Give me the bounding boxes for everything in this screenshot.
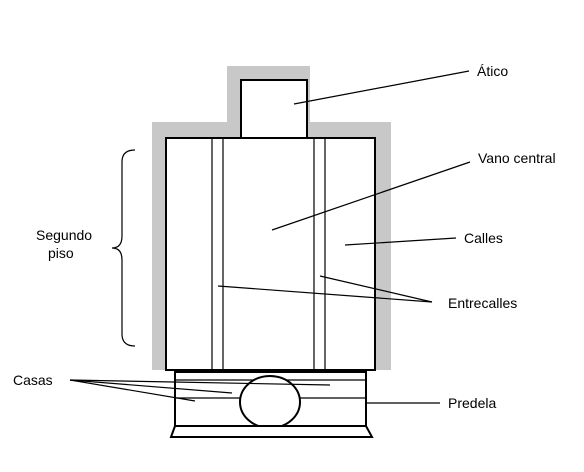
label-vano-central: Vano central — [478, 150, 556, 166]
label-atico: Ático — [477, 63, 508, 79]
label-calles: Calles — [464, 230, 503, 246]
main-body — [165, 137, 376, 371]
leader-atico — [293, 70, 470, 105]
leader-calles — [344, 237, 457, 246]
label-piso: piso — [48, 245, 74, 261]
leader-casas-3 — [69, 379, 196, 402]
leader-vano-central — [271, 161, 471, 231]
leader-entrecalles-1 — [217, 285, 433, 303]
entrecalle-right — [313, 137, 326, 371]
segundo-piso-bracket — [111, 149, 136, 347]
label-entrecalles: Entrecalles — [448, 295, 517, 311]
label-segundo: Segundo — [36, 227, 92, 243]
leader-casas-1 — [69, 379, 331, 386]
predela-base — [169, 425, 374, 438]
leader-entrecalles-2 — [319, 275, 433, 303]
attic-box — [240, 79, 308, 139]
label-casas: Casas — [13, 372, 53, 388]
leader-casas-2 — [69, 379, 233, 394]
entrecalle-left — [211, 137, 224, 371]
label-predela: Predela — [448, 395, 496, 411]
